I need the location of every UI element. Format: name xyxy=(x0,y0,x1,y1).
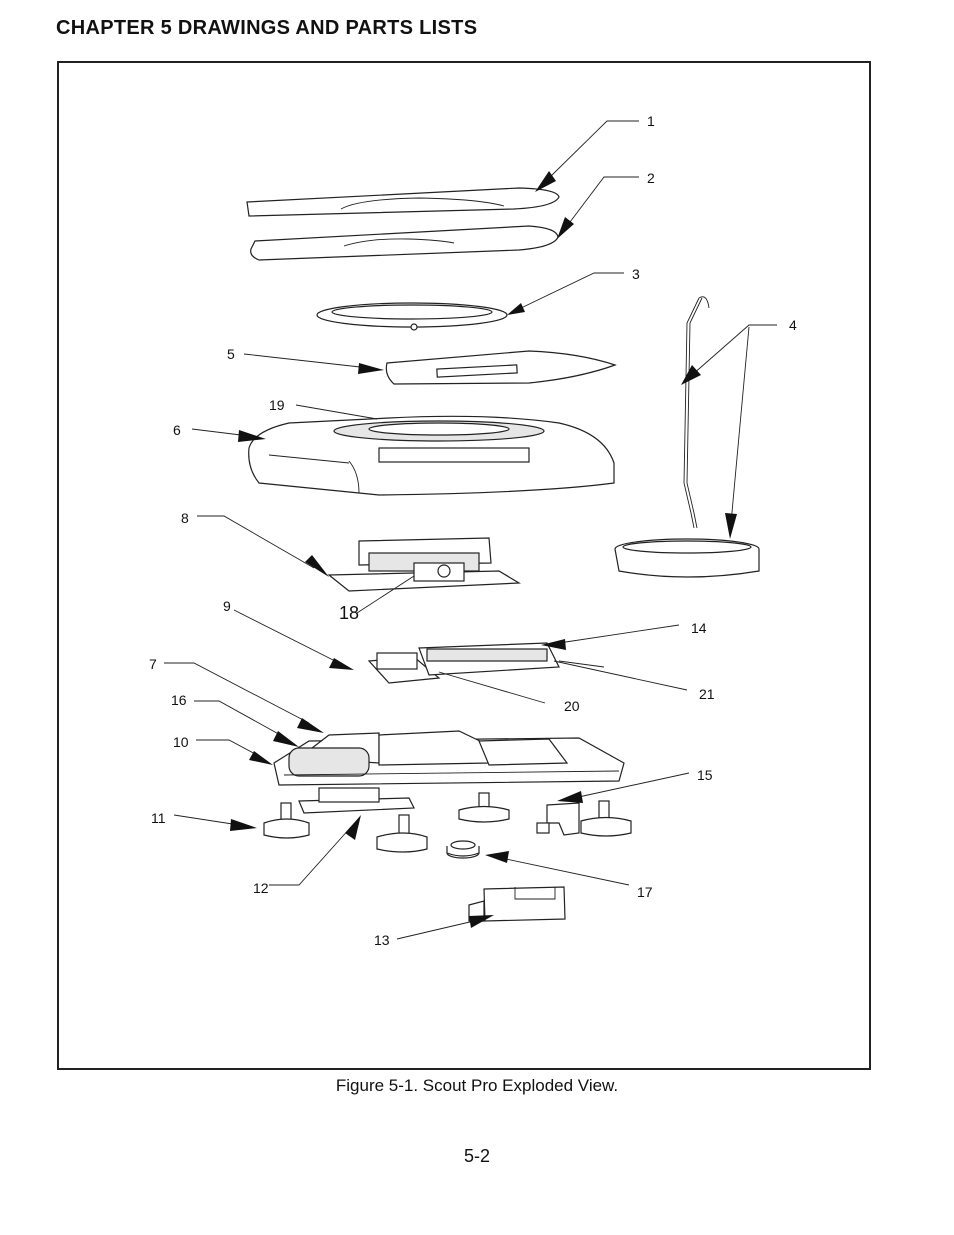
part-bracket xyxy=(536,802,580,836)
callout-2: 2 xyxy=(647,170,655,186)
chapter-heading: CHAPTER 5 DRAWINGS AND PARTS LISTS xyxy=(56,17,478,39)
callout-labels: 1 2 3 4 5 6 7 8 9 10 11 12 13 14 15 16 1… xyxy=(149,113,797,948)
callout-7: 7 xyxy=(149,656,157,672)
callout-5: 5 xyxy=(227,346,235,362)
leader-lines xyxy=(164,120,777,940)
callout-1: 1 xyxy=(647,113,655,129)
callout-13: 13 xyxy=(374,932,390,948)
callout-6: 6 xyxy=(173,422,181,438)
callout-14: 14 xyxy=(691,620,707,636)
part-pan-support xyxy=(316,302,508,331)
figure-caption: Figure 5-1. Scout Pro Exploded View. xyxy=(335,1076,619,1095)
callout-9: 9 xyxy=(223,598,231,614)
callout-3: 3 xyxy=(632,266,640,282)
part-pan-top xyxy=(246,187,560,217)
callout-19: 19 xyxy=(269,397,285,413)
callout-16: 16 xyxy=(171,692,187,708)
page-number: 5-2 xyxy=(463,1146,490,1166)
callout-12: 12 xyxy=(253,880,269,896)
callout-10: 10 xyxy=(173,734,189,750)
callout-18: 18 xyxy=(339,603,359,623)
part-load-cell xyxy=(327,537,522,592)
callout-4: 4 xyxy=(789,317,797,333)
callout-8: 8 xyxy=(181,510,189,526)
part-top-housing xyxy=(248,415,615,496)
part-pcb xyxy=(367,642,605,684)
part-feet xyxy=(263,792,632,853)
exploded-view-drawing: 1 2 3 4 5 6 7 8 9 10 11 12 13 14 15 16 1… xyxy=(149,113,797,948)
part-knob xyxy=(446,840,480,859)
callout-11: 11 xyxy=(151,810,166,826)
callout-21: 21 xyxy=(699,686,715,702)
part-in-use-cover xyxy=(614,296,760,578)
part-base-housing xyxy=(273,730,625,786)
part-battery-holder xyxy=(298,787,415,814)
callout-15: 15 xyxy=(697,767,713,783)
callout-17: 17 xyxy=(637,884,653,900)
part-pan xyxy=(250,225,559,261)
part-subweigh-cover xyxy=(468,886,566,922)
exploded-view-figure: 1 2 3 4 5 6 7 8 9 10 11 12 13 14 15 16 1… xyxy=(57,61,871,1070)
part-overlay xyxy=(385,350,617,385)
callout-20: 20 xyxy=(564,698,580,714)
